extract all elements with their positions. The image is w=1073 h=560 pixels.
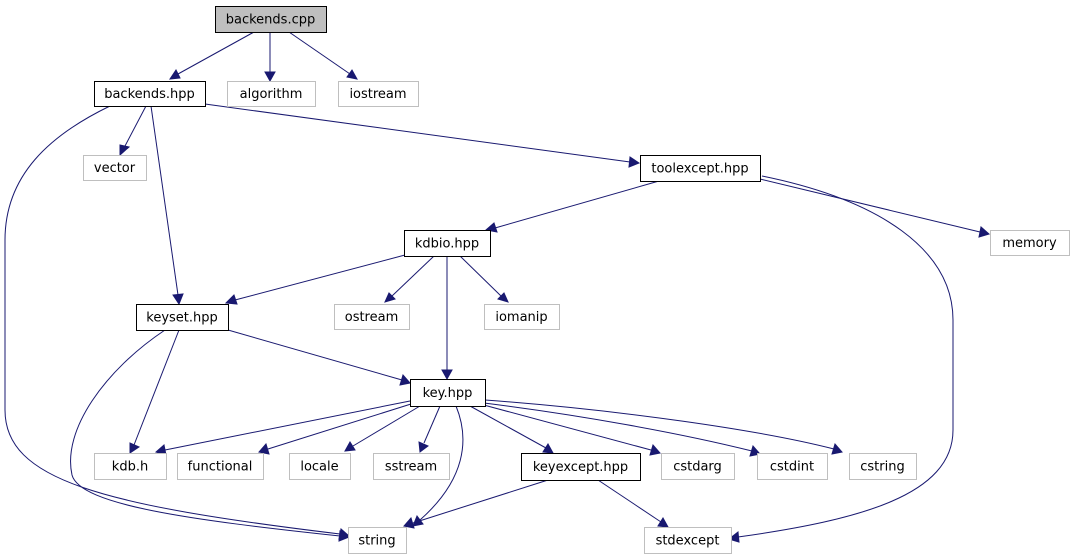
node-label: cstring: [860, 460, 904, 475]
edge-key-hpp-to-cstring: [484, 399, 843, 455]
node-label: string: [358, 534, 395, 549]
node-locale[interactable]: locale: [289, 453, 351, 480]
node-box: [94, 81, 206, 107]
node-label: backends.hpp: [104, 87, 195, 102]
node-sstream[interactable]: sstream: [373, 453, 450, 480]
node-box: [990, 230, 1070, 256]
node-box: [136, 304, 229, 331]
edge-toolexcept-hpp-to-stdexcept: [727, 175, 954, 543]
node-label: locale: [300, 460, 338, 475]
edge-keyexcept-hpp-to-string: [403, 479, 549, 529]
edge-key-hpp-to-kdb-h: [154, 400, 411, 456]
edge-toolexcept-hpp-to-memory: [759, 178, 991, 238]
node-functional[interactable]: functional: [177, 453, 264, 480]
node-toolexcept-hpp[interactable]: toolexcept.hpp: [640, 155, 761, 182]
edge-key-hpp-to-functional: [258, 403, 412, 455]
edge-backends-hpp-to-toolexcept-hpp: [204, 103, 641, 168]
node-box: [289, 453, 351, 480]
node-label: key.hpp: [423, 386, 473, 401]
node-box: [644, 527, 732, 554]
node-label: functional: [188, 460, 253, 475]
node-label: iostream: [349, 87, 406, 102]
node-box: [227, 81, 316, 107]
node-box: [83, 155, 147, 181]
node-vector[interactable]: vector: [83, 155, 147, 181]
node-keyset-hpp[interactable]: keyset.hpp: [136, 304, 229, 331]
node-label: kdb.h: [112, 460, 148, 475]
node-backends-hpp[interactable]: backends.hpp: [94, 81, 206, 107]
node-box: [849, 453, 917, 480]
edge-backends-cpp-to-algorithm: [264, 32, 276, 83]
edge-key-hpp-to-keyexcept-hpp: [469, 405, 554, 454]
node-iostream[interactable]: iostream: [338, 81, 419, 107]
node-label: toolexcept.hpp: [651, 162, 748, 177]
node-label: iomanip: [495, 310, 547, 325]
node-keyexcept-hpp[interactable]: keyexcept.hpp: [521, 453, 641, 481]
node-kdb-h[interactable]: kdb.h: [94, 453, 167, 480]
node-box: [521, 453, 641, 481]
node-label: ostream: [345, 310, 399, 325]
node-stdexcept[interactable]: stdexcept: [644, 527, 732, 554]
node-box: [410, 379, 486, 407]
edge-keyexcept-hpp-to-stdexcept: [597, 479, 669, 528]
node-iomanip[interactable]: iomanip: [484, 304, 560, 330]
node-box: [661, 453, 735, 480]
node-box: [215, 6, 327, 33]
node-cstring[interactable]: cstring: [849, 453, 917, 480]
edge-keyset-hpp-to-string: [70, 329, 351, 542]
node-algorithm[interactable]: algorithm: [227, 81, 316, 107]
node-key-hpp[interactable]: key.hpp: [410, 379, 486, 407]
node-label: algorithm: [240, 87, 303, 102]
node-box: [640, 155, 761, 182]
node-backends-cpp[interactable]: backends.cpp: [215, 6, 327, 33]
edge-kdbio-hpp-to-key-hpp: [441, 256, 453, 381]
node-label: cstdint: [770, 460, 814, 475]
edge-kdbio-hpp-to-keyset-hpp: [224, 254, 406, 305]
edge-key-hpp-to-locale: [344, 405, 421, 452]
edge-backends-hpp-to-vector: [119, 105, 147, 157]
node-box: [404, 230, 491, 257]
node-label: kdbio.hpp: [415, 237, 479, 252]
node-box: [484, 304, 560, 330]
edge-key-hpp-to-cstdarg: [479, 403, 661, 456]
edge-kdbio-hpp-to-iomanip: [459, 255, 509, 303]
node-box: [338, 81, 419, 107]
node-box: [348, 527, 407, 554]
node-box: [94, 453, 167, 480]
edge-keyset-hpp-to-kdb-h: [129, 329, 180, 454]
node-string[interactable]: string: [348, 527, 407, 554]
node-label: keyset.hpp: [146, 311, 218, 326]
nodes-layer: backends.cpp backends.hpp algorithm iostrea…: [83, 6, 1070, 554]
node-cstdarg[interactable]: cstdarg: [661, 453, 735, 480]
edge-kdbio-hpp-to-ostream: [384, 255, 435, 303]
node-label: keyexcept.hpp: [533, 460, 628, 475]
node-box: [177, 453, 264, 480]
node-label: cstdarg: [673, 460, 722, 475]
edge-toolexcept-hpp-to-kdbio-hpp: [484, 180, 660, 233]
edge-key-hpp-to-cstdint: [483, 402, 761, 457]
node-label: vector: [94, 161, 136, 176]
node-label: backends.cpp: [226, 13, 315, 28]
edge-backends-cpp-to-iostream: [288, 31, 358, 80]
edge-backends-hpp-to-keyset-hpp: [150, 105, 184, 306]
node-box: [334, 304, 410, 330]
edge-keyset-hpp-to-key-hpp: [227, 329, 411, 386]
node-cstdint[interactable]: cstdint: [757, 453, 828, 480]
node-label: sstream: [385, 460, 437, 475]
node-label: memory: [1002, 236, 1057, 251]
node-label: stdexcept: [656, 534, 720, 549]
edge-backends-cpp-to-backends-hpp: [168, 31, 255, 80]
node-memory[interactable]: memory: [990, 230, 1070, 256]
node-kdbio-hpp[interactable]: kdbio.hpp: [404, 230, 491, 257]
edge-key-hpp-to-sstream: [418, 405, 441, 453]
node-ostream[interactable]: ostream: [334, 304, 410, 330]
node-box: [373, 453, 450, 480]
node-box: [757, 453, 828, 480]
